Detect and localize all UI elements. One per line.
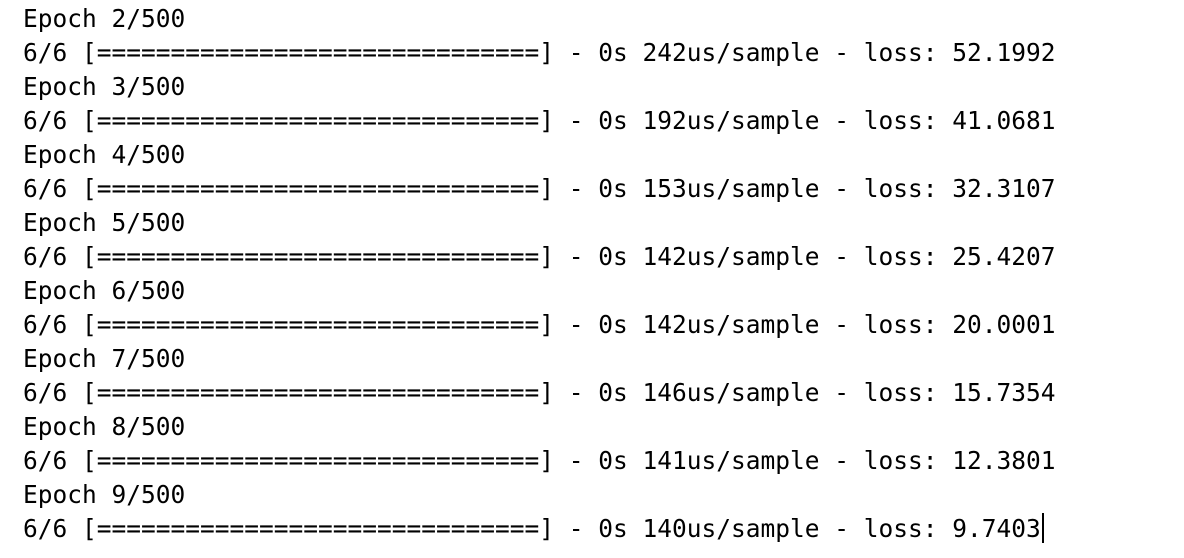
progress-line-text: 6/6 [==============================] - 0… [23,514,1041,543]
progress-line: 6/6 [==============================] - 0… [23,446,1056,475]
epoch-header: Epoch 6/500 [23,276,186,305]
text-cursor [1041,513,1044,543]
epoch-header: Epoch 7/500 [23,344,186,373]
epoch-header: Epoch 3/500 [23,72,186,101]
last-output-line: 6/6 [==============================] - 0… [23,512,1184,546]
epoch-header: Epoch 8/500 [23,412,186,441]
progress-line: 6/6 [==============================] - 0… [23,378,1056,407]
epoch-header: Epoch 4/500 [23,140,186,169]
epoch-header: Epoch 2/500 [23,4,186,33]
progress-line: 6/6 [==============================] - 0… [23,174,1056,203]
progress-line: 6/6 [==============================] - 0… [23,242,1056,271]
progress-line: 6/6 [==============================] - 0… [23,38,1056,67]
epoch-header: Epoch 5/500 [23,208,186,237]
progress-line: 6/6 [==============================] - 0… [23,106,1056,135]
epoch-header: Epoch 9/500 [23,480,186,509]
progress-line: 6/6 [==============================] - 0… [23,310,1056,339]
